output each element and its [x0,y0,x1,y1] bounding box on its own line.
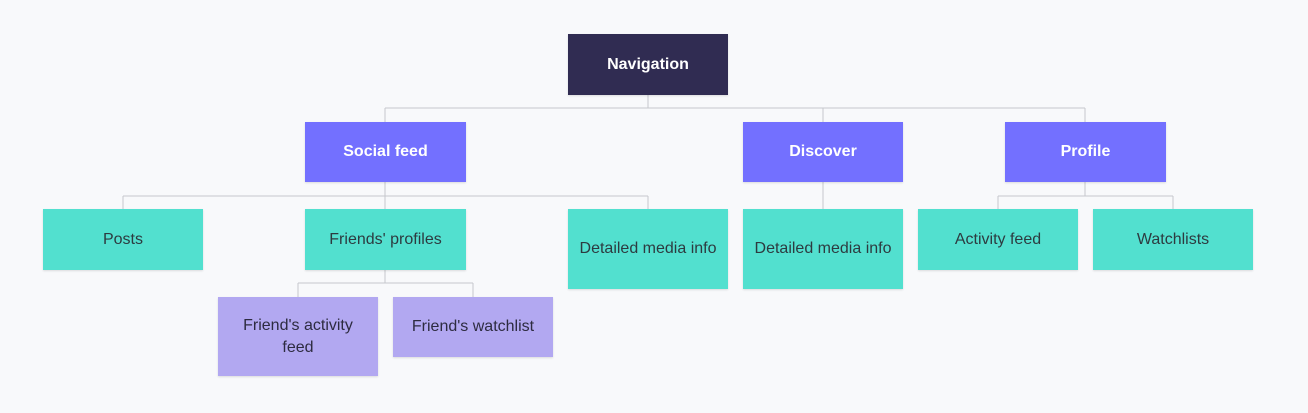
node-social-detailed-media-info: Detailed media info [568,209,728,289]
node-watchlists: Watchlists [1093,209,1253,270]
node-posts: Posts [43,209,203,270]
node-activity-feed: Activity feed [918,209,1078,270]
node-social-feed: Social feed [305,122,466,182]
node-discover-detailed-media-info: Detailed media info [743,209,903,289]
node-discover: Discover [743,122,903,182]
connector-profile-to-pages [997,182,1174,209]
connector-friends-profiles-to-subpages [297,270,474,297]
connector-navigation-to-sections [384,95,1086,122]
node-friends-watchlist: Friend's watchlist [393,297,553,357]
node-friends-profiles: Friends' profiles [305,209,466,270]
node-navigation: Navigation [568,34,728,95]
node-profile: Profile [1005,122,1166,182]
connector-social-feed-to-pages [122,182,649,209]
node-friends-activity-feed: Friend's activity feed [218,297,378,376]
